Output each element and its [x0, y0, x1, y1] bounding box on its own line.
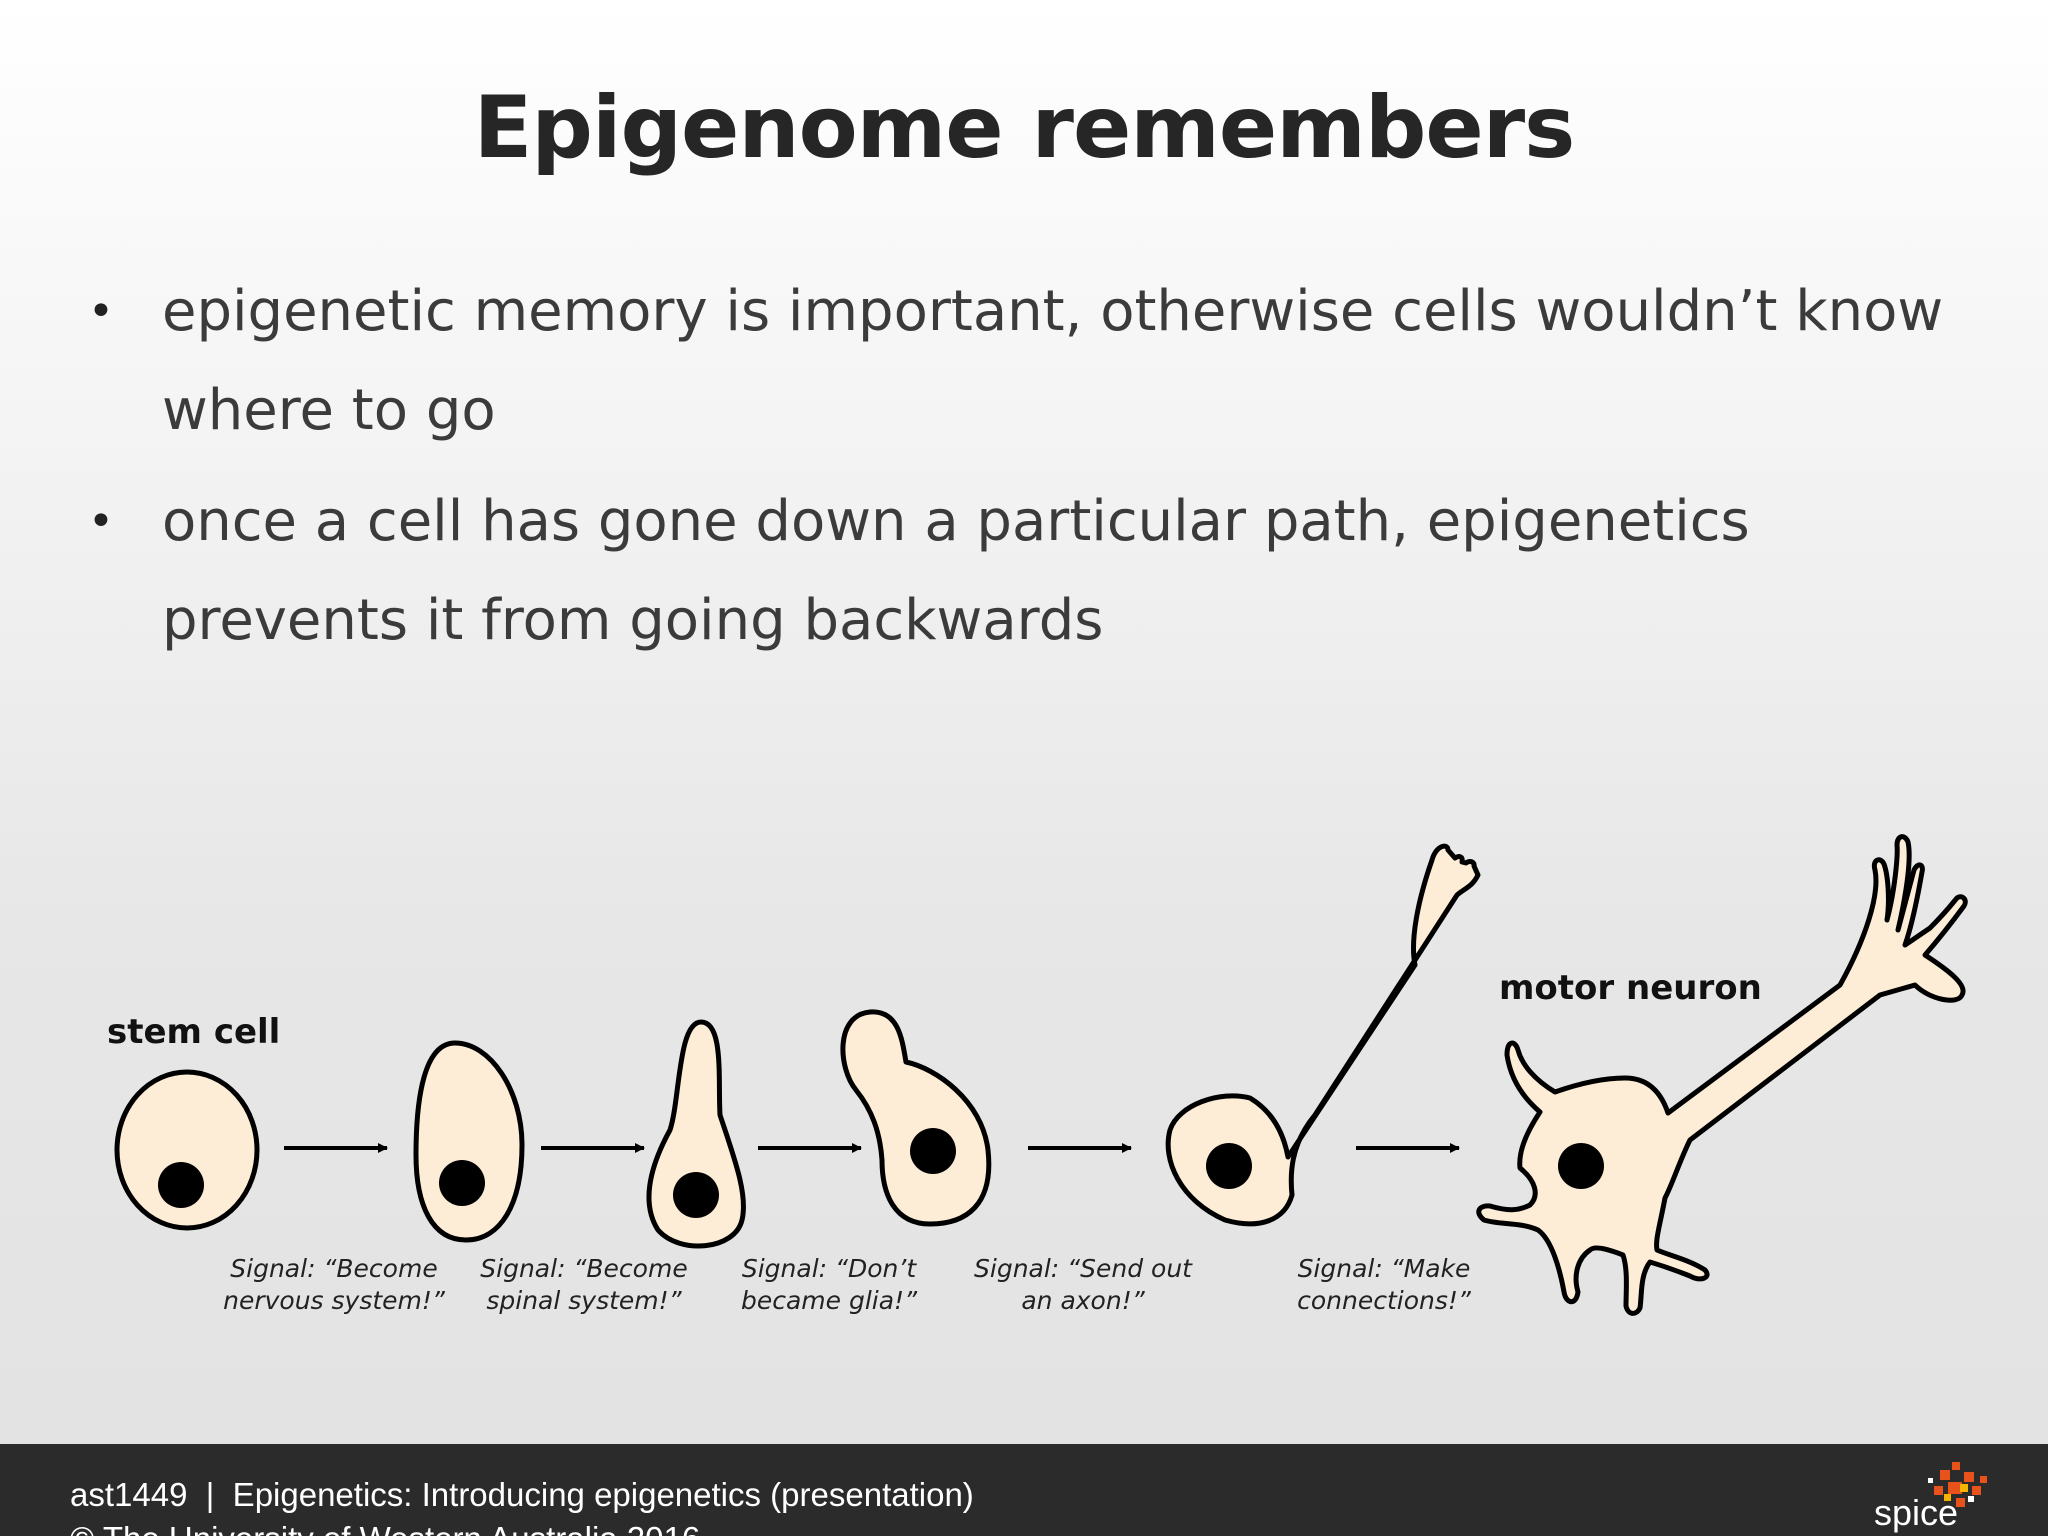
nucleus	[673, 1172, 719, 1218]
spice-logo: spice	[1868, 1452, 2028, 1536]
signal-caption-line: an axon!”	[1021, 1286, 1145, 1315]
bullet-text-line: once a cell has gone down a particular p…	[162, 489, 1750, 554]
cell-stage-3	[646, 1019, 746, 1249]
bullet-dot-icon: •	[88, 286, 114, 337]
cell-differentiation-diagram: stem cell motor neuron Signal: “Become n…	[107, 834, 1968, 1316]
footer-bar: ast1449 | Epigenetics: Introducing epige…	[0, 1444, 2048, 1536]
signal-caption-line: Signal: “Become	[230, 1254, 437, 1283]
cell-stage-5	[1165, 843, 1481, 1227]
footer-course-info: ast1449 | Epigenetics: Introducing epige…	[70, 1476, 974, 1513]
bullet-text-line: epigenetic memory is important, otherwis…	[162, 279, 1944, 344]
bullet-text-line: prevents it from going backwards	[162, 588, 1104, 653]
stem-cell-label: stem cell	[107, 1012, 280, 1052]
nucleus	[1558, 1143, 1604, 1189]
signal-caption-line: spinal system!”	[486, 1286, 682, 1315]
nucleus	[439, 1160, 485, 1206]
signal-caption-line: Signal: “Make	[1298, 1254, 1471, 1283]
nucleus	[910, 1128, 956, 1174]
slide-title: Epigenome remembers	[473, 78, 1576, 178]
spice-burst-icon	[1928, 1462, 1987, 1507]
cell-stage-4	[840, 1009, 992, 1227]
signal-caption-line: Signal: “Send out	[974, 1254, 1193, 1283]
cell-stage-2	[413, 1040, 525, 1243]
motor-neuron	[1476, 834, 1968, 1316]
signal-caption-line: Signal: “Become	[480, 1254, 687, 1283]
footer-copyright: © The University of Western Australia 20…	[70, 1520, 700, 1536]
signal-caption-line: nervous system!”	[223, 1286, 446, 1315]
nucleus	[1206, 1143, 1252, 1189]
motor-neuron-label: motor neuron	[1499, 968, 1762, 1008]
bullet-item: • once a cell has gone down a particular…	[80, 472, 1980, 670]
nucleus	[158, 1162, 204, 1208]
signal-caption-line: became glia!”	[741, 1286, 918, 1315]
bullet-text-line: where to go	[162, 378, 496, 443]
signal-caption-line: Signal: “Don’t	[742, 1254, 917, 1283]
bullet-item: • epigenetic memory is important, otherw…	[80, 262, 1980, 460]
signal-caption-line: connections!”	[1297, 1286, 1472, 1315]
stem-cell	[114, 1069, 260, 1231]
bullet-list: • epigenetic memory is important, otherw…	[80, 262, 1980, 682]
bullet-dot-icon: •	[88, 496, 114, 547]
spice-logo-text: spice	[1874, 1492, 1959, 1533]
